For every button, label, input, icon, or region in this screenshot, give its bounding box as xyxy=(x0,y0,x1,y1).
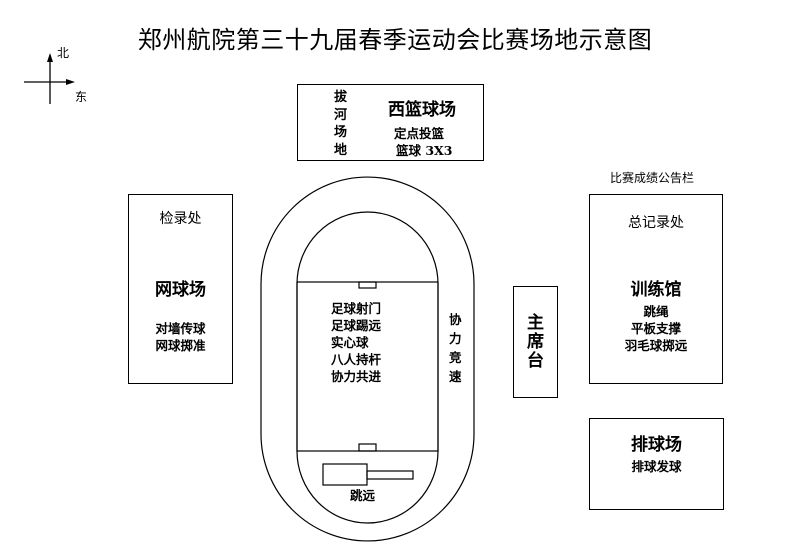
event-football-shot: 足球射门 xyxy=(331,301,382,316)
west-basketball-court[interactable]: 拔 河 场 地 西篮球场 定点投篮 篮球 3X3 xyxy=(297,84,484,161)
event-basketball-3x3: 篮球 3X3 xyxy=(396,143,453,158)
compass-north-label: 北 xyxy=(57,46,70,60)
event-medicine-ball: 实心球 xyxy=(331,335,369,350)
lane-event-label: 协 力 竞 速 xyxy=(449,312,462,384)
east-arrow-icon xyxy=(66,79,75,85)
volleyball-court[interactable]: 排球场 排球发球 xyxy=(589,418,724,510)
tennis-court[interactable]: 检录处 网球场 对墙传球 网球掷准 xyxy=(128,194,233,384)
goal-top xyxy=(358,281,377,289)
main-records-desk-label: 总记录处 xyxy=(628,215,684,231)
training-gym[interactable]: 总记录处 训练馆 跳绳 平板支撑 羽毛球掷远 xyxy=(589,194,723,384)
long-jump-label: 跳远 xyxy=(350,488,376,503)
results-board-label: 比赛成绩公告栏 xyxy=(610,171,695,185)
long-jump-runway xyxy=(366,470,414,480)
north-arrow-icon xyxy=(47,53,53,62)
check-in-desk-label: 检录处 xyxy=(159,211,202,227)
compass-icon xyxy=(24,53,75,104)
goal-bottom xyxy=(358,443,377,452)
volleyball-court-name: 排球场 xyxy=(631,435,682,455)
compass-east-label: 东 xyxy=(75,90,88,104)
long-jump-pit xyxy=(322,463,368,486)
field-events: 足球射门 足球踢远 实心球 八人持杆 协力共进 xyxy=(331,300,381,385)
event-plank: 平板支撑 xyxy=(630,321,681,336)
event-wall-pass: 对墙传球 xyxy=(155,321,206,336)
rostrum[interactable]: 主 席 台 xyxy=(513,286,558,398)
gym-name: 训练馆 xyxy=(630,280,682,300)
event-shuttlecock-throw: 羽毛球掷远 xyxy=(624,338,688,353)
tennis-court-name: 网球场 xyxy=(155,280,206,300)
event-fixed-shot: 定点投篮 xyxy=(394,126,445,141)
event-tennis-throw: 网球掷准 xyxy=(155,338,206,353)
event-football-kick: 足球踢远 xyxy=(331,318,382,333)
running-track xyxy=(260,176,475,542)
gym-events: 跳绳 平板支撑 羽毛球掷远 xyxy=(590,303,722,354)
event-rope-skipping: 跳绳 xyxy=(643,304,669,319)
west-court-name: 西篮球场 xyxy=(388,100,456,120)
tug-of-war-label: 拔 河 场 地 xyxy=(334,90,348,158)
event-eight-person-pole: 八人持杆 xyxy=(331,352,382,367)
event-cooperation: 协力共进 xyxy=(331,369,382,384)
event-volleyball-serve: 排球发球 xyxy=(631,459,682,474)
track-outer-lane xyxy=(260,176,475,542)
rostrum-label: 主 席 台 xyxy=(527,313,544,371)
tennis-court-events: 对墙传球 网球掷准 xyxy=(129,320,232,354)
map-title: 郑州航院第三十九届春季运动会比赛场地示意图 xyxy=(137,26,653,54)
